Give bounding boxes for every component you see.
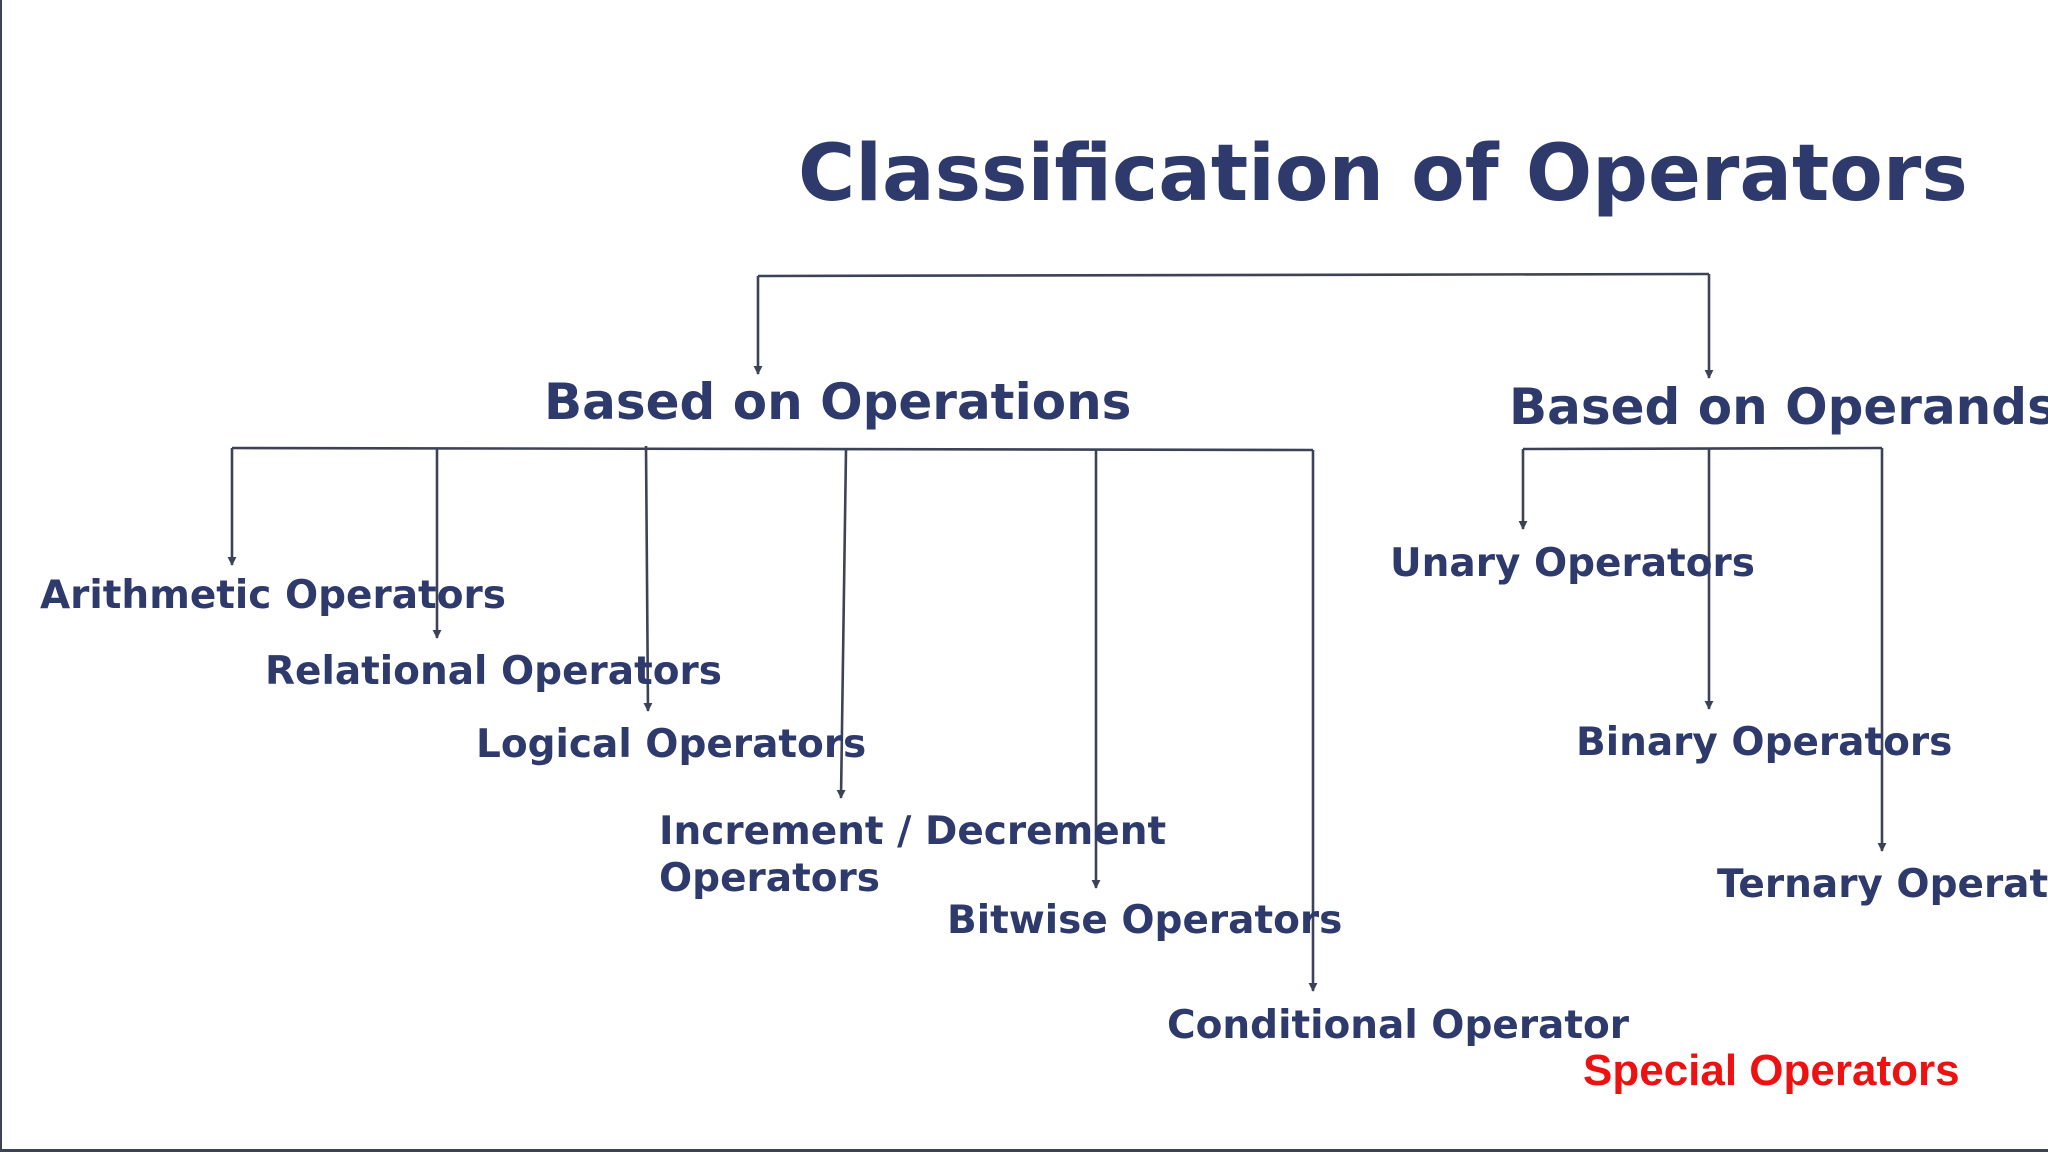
node-conditional-operator: Conditional Operator xyxy=(1167,1003,1630,1048)
node-increment-line-1: Increment / Decrement xyxy=(659,809,1167,854)
node-logical-operators: Logical Operators xyxy=(476,722,867,767)
diagram-title: Classification of Operators xyxy=(798,129,1968,219)
node-ternary-operators: Ternary Operators xyxy=(1717,862,2048,907)
node-unary-operators: Unary Operators xyxy=(1390,541,1755,586)
operands-bracket xyxy=(1522,446,1883,451)
node-increment-decrement-operators: Increment / Decrement Operators xyxy=(659,809,1166,903)
node-arithmetic-operators: Arithmetic Operators xyxy=(40,573,506,618)
node-relational-operators: Relational Operators xyxy=(265,649,722,694)
node-based-on-operations: Based on Operations xyxy=(544,373,1132,431)
operations-bracket xyxy=(231,446,1314,452)
node-bitwise-operators: Bitwise Operators xyxy=(947,898,1343,943)
node-based-on-operands: Based on Operands xyxy=(1509,378,2048,436)
special-operators-note: Special Operators xyxy=(1583,1046,1960,1095)
arrow-to-increment xyxy=(836,449,848,799)
node-increment-line-2: Operators xyxy=(659,855,880,901)
node-binary-operators: Binary Operators xyxy=(1576,720,1953,765)
arrow-to-logical xyxy=(643,445,653,712)
root-bracket xyxy=(757,272,1710,278)
